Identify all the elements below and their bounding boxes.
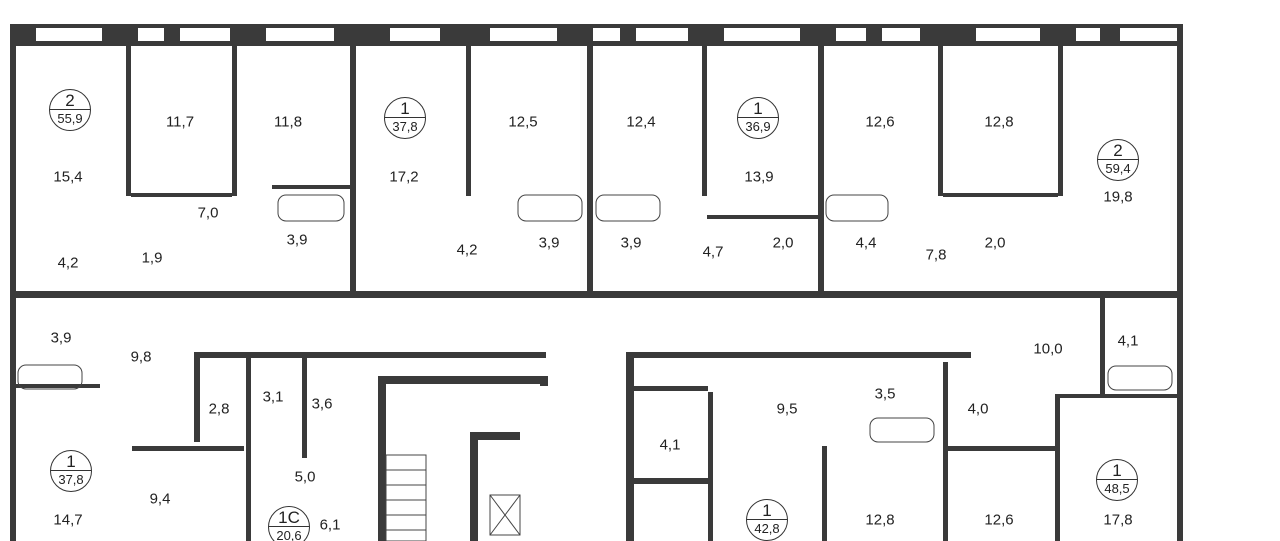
room-area-label: 6,1 xyxy=(319,516,341,534)
room-area-label: 3,9 xyxy=(50,329,72,347)
room-area-label: 4,1 xyxy=(1117,332,1139,350)
room-area-label: 10,0 xyxy=(1033,340,1063,358)
room-area-label: 12,6 xyxy=(984,511,1014,529)
apartment-rooms: 1 xyxy=(51,451,91,471)
room-area-label: 7,8 xyxy=(925,246,947,264)
room-area-label: 3,9 xyxy=(620,234,642,252)
room-area-label: 13,9 xyxy=(744,168,774,186)
room-area-label: 4,2 xyxy=(57,254,79,272)
room-area-label: 12,6 xyxy=(865,113,895,131)
apartment-area: 42,8 xyxy=(754,521,780,536)
room-area-label: 12,5 xyxy=(508,113,538,131)
room-area-label: 4,1 xyxy=(659,436,681,454)
room-area-label: 5,0 xyxy=(294,468,316,486)
room-area-label: 12,8 xyxy=(865,511,895,529)
apartment-area: 55,9 xyxy=(57,111,83,126)
room-area-label: 17,2 xyxy=(389,168,419,186)
room-area-label: 2,8 xyxy=(208,400,230,418)
room-area-label: 2,0 xyxy=(772,234,794,252)
apartment-rooms: 1 xyxy=(385,98,425,118)
room-area-label: 19,8 xyxy=(1103,188,1133,206)
apartment-rooms: 1С xyxy=(269,507,309,527)
room-area-label: 3,6 xyxy=(311,395,333,413)
room-area-label: 9,5 xyxy=(776,400,798,418)
apartment-rooms: 2 xyxy=(1098,140,1138,160)
apartment-area: 20,6 xyxy=(276,528,302,541)
room-area-label: 3,5 xyxy=(874,385,896,403)
room-area-label: 1,9 xyxy=(141,249,163,267)
apartment-rooms: 2 xyxy=(50,90,90,110)
room-area-label: 4,2 xyxy=(456,241,478,259)
room-area-label: 2,0 xyxy=(984,234,1006,252)
room-area-label: 11,8 xyxy=(273,113,303,131)
room-area-label: 4,0 xyxy=(967,400,989,418)
room-area-label: 3,1 xyxy=(262,388,284,406)
room-area-label: 4,7 xyxy=(702,243,724,261)
apartment-rooms: 1 xyxy=(1097,460,1137,480)
apartment-area: 59,4 xyxy=(1105,161,1131,176)
room-area-label: 9,4 xyxy=(149,490,171,508)
room-area-label: 3,9 xyxy=(286,231,308,249)
room-area-label: 15,4 xyxy=(53,168,83,186)
room-area-label: 11,7 xyxy=(165,113,195,131)
apartment-area: 48,5 xyxy=(1104,481,1130,496)
apartment-rooms: 1 xyxy=(738,98,778,118)
room-area-label: 17,8 xyxy=(1103,511,1133,529)
apartment-area: 37,8 xyxy=(58,472,84,487)
apartment-area: 37,8 xyxy=(392,119,418,134)
room-area-label: 3,9 xyxy=(538,234,560,252)
room-area-label: 9,8 xyxy=(130,348,152,366)
room-area-label: 12,4 xyxy=(626,113,656,131)
apartment-area: 36,9 xyxy=(745,119,771,134)
room-area-label: 14,7 xyxy=(53,511,83,529)
room-area-label: 7,0 xyxy=(197,204,219,222)
room-area-label: 12,8 xyxy=(984,113,1014,131)
apartment-rooms: 1 xyxy=(747,500,787,520)
room-area-label: 4,4 xyxy=(855,234,877,252)
